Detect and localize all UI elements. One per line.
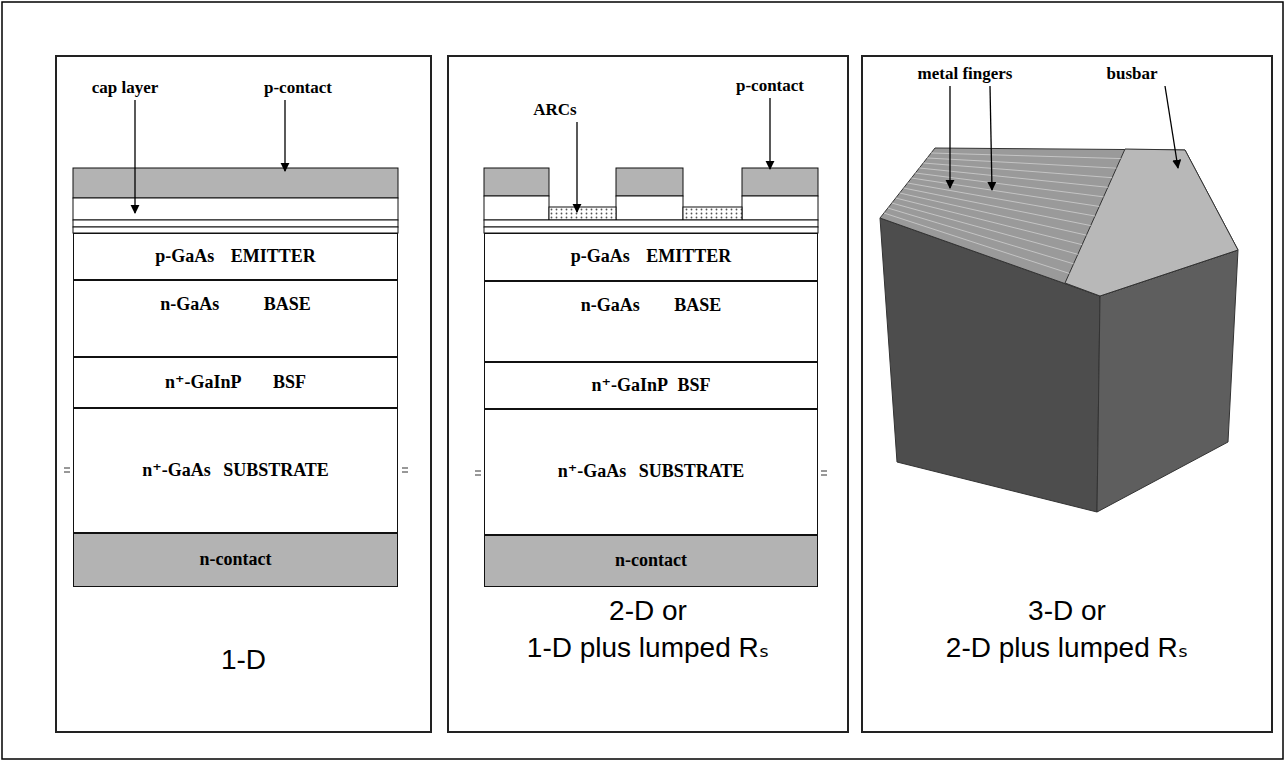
metal-finger bbox=[892, 203, 1078, 254]
panel-caption: 1-D bbox=[221, 644, 266, 675]
metal-finger bbox=[927, 158, 1116, 168]
layer-band: p-GaAs EMITTER bbox=[73, 233, 398, 280]
caption-block: 1-D bbox=[74, 641, 414, 678]
metal-finger bbox=[931, 153, 1121, 159]
layer-band: n-GaAs BASE bbox=[73, 280, 398, 357]
top-stack-1d bbox=[73, 168, 398, 233]
panel-frame: 3-D or 2-D plus lumped Rₛ bbox=[861, 55, 1273, 733]
callout-label: cap layer bbox=[90, 78, 161, 98]
layer-label: p-GaAs EMITTER bbox=[155, 247, 316, 267]
metal-finger bbox=[908, 183, 1096, 216]
metal-finger bbox=[923, 163, 1112, 178]
wrap-spacer bbox=[703, 592, 818, 629]
wrap-spacer bbox=[478, 592, 593, 629]
layer-label: n-contact bbox=[615, 551, 687, 571]
wrap-spacer bbox=[897, 592, 1012, 629]
callout-label: p-contact bbox=[734, 76, 806, 96]
callout-label: busbar bbox=[1104, 64, 1159, 84]
callout-label: p-contact bbox=[262, 78, 334, 98]
layer-band: n-contact bbox=[73, 533, 398, 587]
caption-block: 2-D or 1-D plus lumped Rₛ bbox=[478, 592, 818, 666]
layer-band: n⁺-GaAs SUBSTRATE bbox=[73, 408, 398, 533]
metal-finger bbox=[900, 193, 1087, 235]
metal-finger bbox=[919, 168, 1108, 187]
callout-label: metal fingers bbox=[916, 64, 1015, 84]
layer-label: n⁺-GaAs SUBSTRATE bbox=[558, 462, 745, 482]
panel-caption: 3-D or 2-D plus lumped Rₛ bbox=[946, 595, 1188, 663]
layer-label: n-contact bbox=[200, 550, 272, 570]
leader-arrows bbox=[135, 86, 1178, 213]
layer-band: n-GaAs BASE bbox=[484, 281, 818, 362]
panel-frame: 2-D or 1-D plus lumped Rₛ p-GaAs EMITTER n… bbox=[447, 55, 849, 733]
metal-finger bbox=[884, 213, 1069, 273]
layer-band: n⁺-GaInP BSF bbox=[484, 362, 818, 409]
layer-band: n⁺-GaInP BSF bbox=[73, 357, 398, 408]
panel-caption: 2-D or 1-D plus lumped Rₛ bbox=[527, 595, 769, 663]
cell-3d bbox=[880, 148, 1238, 512]
metal-finger bbox=[888, 208, 1074, 264]
wrap-spacer bbox=[1122, 592, 1237, 629]
layer-label: n⁺-GaInP BSF bbox=[591, 376, 710, 396]
layer-label: p-GaAs EMITTER bbox=[571, 247, 732, 267]
layer-label: n-GaAs BASE bbox=[160, 295, 311, 315]
caption-block: 3-D or 2-D plus lumped Rₛ bbox=[897, 592, 1237, 666]
layer-label: n⁺-GaInP BSF bbox=[165, 373, 306, 393]
layer-band: n⁺-GaAs SUBSTRATE bbox=[484, 409, 818, 535]
layer-label: n-GaAs BASE bbox=[581, 296, 722, 316]
layer-band: p-GaAs EMITTER bbox=[484, 233, 818, 281]
top-stack-2d bbox=[484, 168, 818, 233]
panel-frame: 1-D p-GaAs EMITTER n-GaAs BASE n⁺-GaInP BSF… bbox=[55, 55, 432, 733]
layer-band: n-contact bbox=[484, 535, 818, 587]
callout-label: ARCs bbox=[531, 100, 578, 120]
layer-label: n⁺-GaAs SUBSTRATE bbox=[142, 461, 329, 481]
metal-finger bbox=[896, 198, 1082, 245]
